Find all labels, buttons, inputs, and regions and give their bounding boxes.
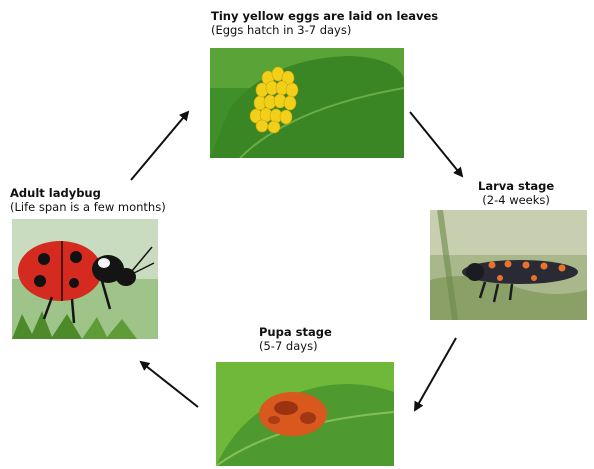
arrow-pupa-to-adult [141,362,198,407]
arrow-larva-to-pupa [415,338,456,410]
arrow-adult-to-eggs [131,112,188,180]
arrow-eggs-to-larva [410,112,462,176]
